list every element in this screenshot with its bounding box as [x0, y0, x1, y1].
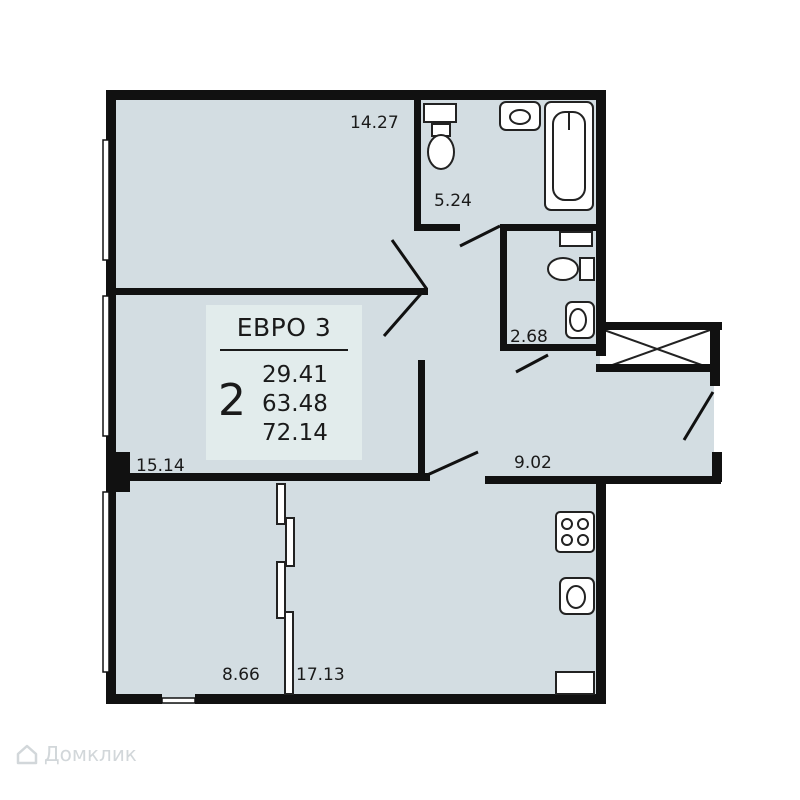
- room-labels: 14.27 5.24 2.68 15.14 9.02 8.66 17.13: [136, 113, 552, 685]
- room-area-label: 14.27: [350, 113, 399, 133]
- room-area-label: 8.66: [222, 665, 260, 685]
- room-area-label: 17.13: [296, 665, 345, 685]
- room-area-label: 9.02: [514, 453, 552, 473]
- apartment-type: ЕВРО 3: [236, 313, 332, 342]
- room-area-label: 5.24: [434, 191, 472, 211]
- sliding-door: [276, 483, 295, 695]
- door-swings: [382, 224, 715, 478]
- room-area-label: 2.68: [510, 327, 548, 347]
- area-summary: 29.41 63.48 72.14: [262, 361, 328, 448]
- bathroom-fixtures: [423, 101, 594, 211]
- room-area-label: 15.14: [136, 456, 185, 476]
- total-area: 63.48: [262, 391, 328, 417]
- windows: [102, 139, 196, 704]
- living-area: 29.41: [262, 362, 328, 388]
- walls: [106, 90, 722, 704]
- watermark-text: Домклик: [44, 742, 137, 766]
- room-fills: [108, 98, 714, 704]
- divider: [220, 349, 348, 351]
- wc-fixtures: [547, 231, 595, 339]
- apartment-info-card: ЕВРО 3 2 29.41 63.48 72.14: [206, 305, 362, 460]
- rooms-count: 2: [218, 375, 246, 426]
- watermark: Домклик: [16, 742, 137, 766]
- full-area: 72.14: [262, 420, 328, 446]
- house-icon: [16, 744, 38, 765]
- kitchen-fixtures: [555, 511, 595, 695]
